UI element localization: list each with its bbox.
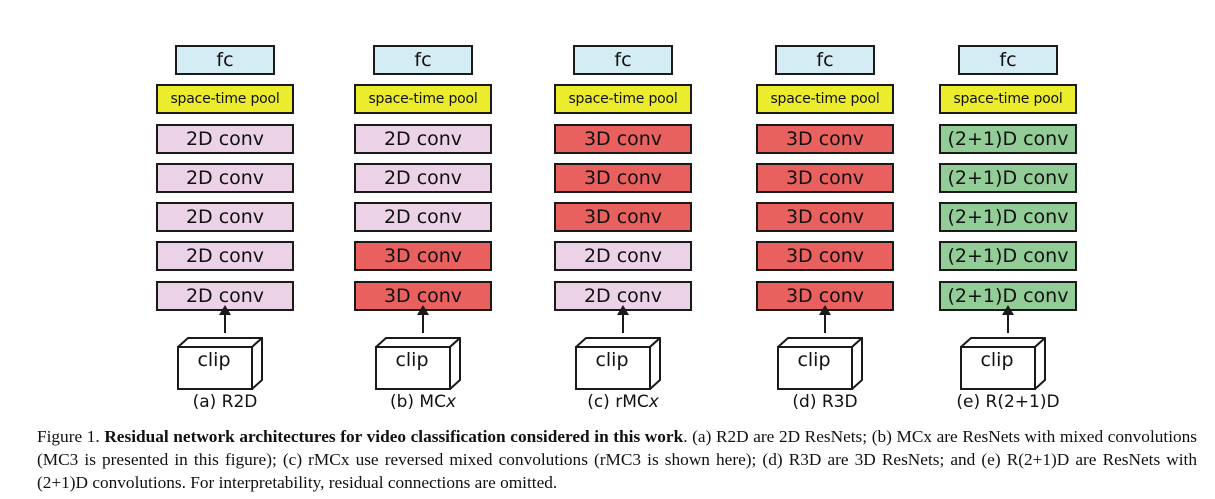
subfigure-label: (d) R3D: [745, 392, 905, 412]
clip-label: clip: [797, 349, 831, 371]
conv-layer: 2D conv: [354, 163, 492, 193]
fc-layer: fc: [573, 45, 673, 75]
fc-layer: fc: [175, 45, 275, 75]
subfigure-label-italic: x: [445, 392, 457, 412]
subfigure-label: (c) rMCx: [543, 392, 703, 412]
conv-layer: (2+1)D conv: [939, 163, 1077, 193]
subfigure-label-text: (b) MC: [389, 392, 446, 412]
cube-icon: [575, 337, 661, 390]
cube-icon: [960, 337, 1046, 390]
arrow-up-icon: [819, 305, 831, 333]
subfigure-label-text: (e) R(2+1)D: [956, 392, 1060, 412]
conv-layer: (2+1)D conv: [939, 124, 1077, 154]
space-time-pool-layer: space-time pool: [554, 84, 692, 114]
conv-layer: (2+1)D conv: [939, 241, 1077, 271]
arrow-up-icon: [417, 305, 429, 333]
figure-caption: Figure 1. Residual network architectures…: [37, 425, 1197, 494]
conv-layer: 2D conv: [354, 202, 492, 232]
subfigure-label-text: (d) R3D: [792, 392, 858, 412]
conv-layer: 3D conv: [554, 124, 692, 154]
subfigure-label: (b) MCx: [343, 392, 503, 412]
conv-layer: 2D conv: [156, 202, 294, 232]
clip-label: clip: [197, 349, 231, 371]
arrow-up-icon: [219, 305, 231, 333]
clip-label: clip: [395, 349, 429, 371]
subfigure-label-text: (a) R2D: [192, 392, 258, 412]
space-time-pool-layer: space-time pool: [756, 84, 894, 114]
subfigure-label: (a) R2D: [145, 392, 305, 412]
clip-input-box: clip: [960, 337, 1046, 391]
clip-label: clip: [980, 349, 1014, 371]
clip-input-box: clip: [777, 337, 863, 391]
subfigure-label: (e) R(2+1)D: [928, 392, 1088, 412]
conv-layer: 2D conv: [156, 124, 294, 154]
subfigure-label-text: (c) rMC: [587, 392, 649, 412]
cube-icon: [375, 337, 461, 390]
space-time-pool-layer: space-time pool: [156, 84, 294, 114]
conv-layer: 2D conv: [156, 163, 294, 193]
clip-label: clip: [595, 349, 629, 371]
fc-layer: fc: [373, 45, 473, 75]
conv-layer: 2D conv: [554, 241, 692, 271]
space-time-pool-layer: space-time pool: [939, 84, 1077, 114]
conv-layer: 3D conv: [554, 163, 692, 193]
caption-title: Residual network architectures for video…: [104, 427, 684, 446]
conv-layer: 3D conv: [756, 241, 894, 271]
clip-input-box: clip: [375, 337, 461, 391]
clip-input-box: clip: [575, 337, 661, 391]
cube-icon: [777, 337, 863, 390]
caption-body: . (a) R2D are 2D ResNets; (b) MCx are Re…: [37, 427, 1197, 492]
conv-layer: 3D conv: [354, 241, 492, 271]
conv-layer: 3D conv: [756, 202, 894, 232]
fc-layer: fc: [958, 45, 1058, 75]
conv-layer: 2D conv: [156, 241, 294, 271]
fc-layer: fc: [775, 45, 875, 75]
subfigure-label-italic: x: [648, 392, 659, 412]
cube-icon: [177, 337, 263, 390]
conv-layer: 3D conv: [756, 163, 894, 193]
conv-layer: 3D conv: [554, 202, 692, 232]
conv-layer: 3D conv: [756, 124, 894, 154]
caption-label: Figure 1.: [37, 427, 100, 446]
arrow-up-icon: [1002, 305, 1014, 333]
space-time-pool-layer: space-time pool: [354, 84, 492, 114]
conv-layer: (2+1)D conv: [939, 202, 1077, 232]
conv-layer: 2D conv: [354, 124, 492, 154]
clip-input-box: clip: [177, 337, 263, 391]
arrow-up-icon: [617, 305, 629, 333]
